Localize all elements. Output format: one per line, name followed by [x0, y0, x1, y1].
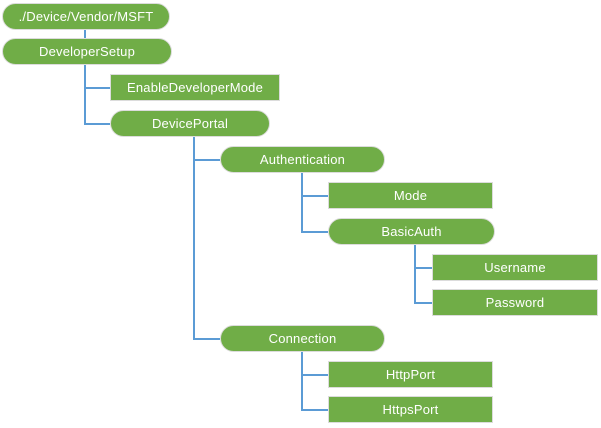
connector-connection-to-httpsport [301, 409, 328, 411]
connector-connection-trunk [301, 352, 303, 410]
connector-basicauth-to-password [414, 302, 432, 304]
tree-node-label: HttpPort [385, 367, 436, 382]
tree-node-deviceportal[interactable]: DevicePortal [110, 110, 270, 137]
connector-basicauth-trunk [414, 245, 416, 303]
connector-authentication-trunk [301, 173, 303, 232]
connector-developersetup-to-deviceportal [84, 123, 110, 125]
tree-node-authentication[interactable]: Authentication [220, 146, 385, 173]
tree-node-developersetup[interactable]: DeveloperSetup [2, 38, 172, 65]
connector-basicauth-to-username [414, 267, 432, 269]
tree-node-label: ./Device/Vendor/MSFT [18, 9, 154, 24]
tree-node-password[interactable]: Password [432, 289, 598, 316]
tree-node-connection[interactable]: Connection [220, 325, 385, 352]
connector-developersetup-to-enabledevelopermode [84, 87, 110, 89]
tree-node-label: Username [484, 260, 546, 275]
tree-node-label: Mode [393, 188, 428, 203]
connector-deviceportal-to-authentication [193, 159, 220, 161]
connector-connection-to-httpport [301, 374, 328, 376]
connector-authentication-to-basicauth [301, 231, 328, 233]
tree-node-label: DevicePortal [151, 116, 229, 131]
tree-node-label: Password [485, 295, 545, 310]
tree-node-label: EnableDeveloperMode [126, 80, 264, 95]
connector-root-to-developersetup [84, 30, 86, 38]
tree-node-basicauth[interactable]: BasicAuth [328, 218, 495, 245]
connector-deviceportal-trunk [193, 137, 195, 339]
tree-node-enabledevelopermode[interactable]: EnableDeveloperMode [110, 74, 280, 101]
tree-node-label: DeveloperSetup [38, 44, 136, 59]
tree-node-label: Connection [268, 331, 337, 346]
tree-node-username[interactable]: Username [432, 254, 598, 281]
tree-node-label: HttpsPort [382, 402, 439, 417]
connector-authentication-to-mode [301, 195, 328, 197]
tree-node-mode[interactable]: Mode [328, 182, 493, 209]
tree-node-httpport[interactable]: HttpPort [328, 361, 493, 388]
connector-deviceportal-to-connection [193, 338, 220, 340]
tree-node-label: BasicAuth [381, 224, 442, 239]
tree-node-root[interactable]: ./Device/Vendor/MSFT [2, 3, 170, 30]
tree-node-label: Authentication [259, 152, 346, 167]
tree-node-httpsport[interactable]: HttpsPort [328, 396, 493, 423]
connector-developersetup-trunk [84, 65, 86, 124]
